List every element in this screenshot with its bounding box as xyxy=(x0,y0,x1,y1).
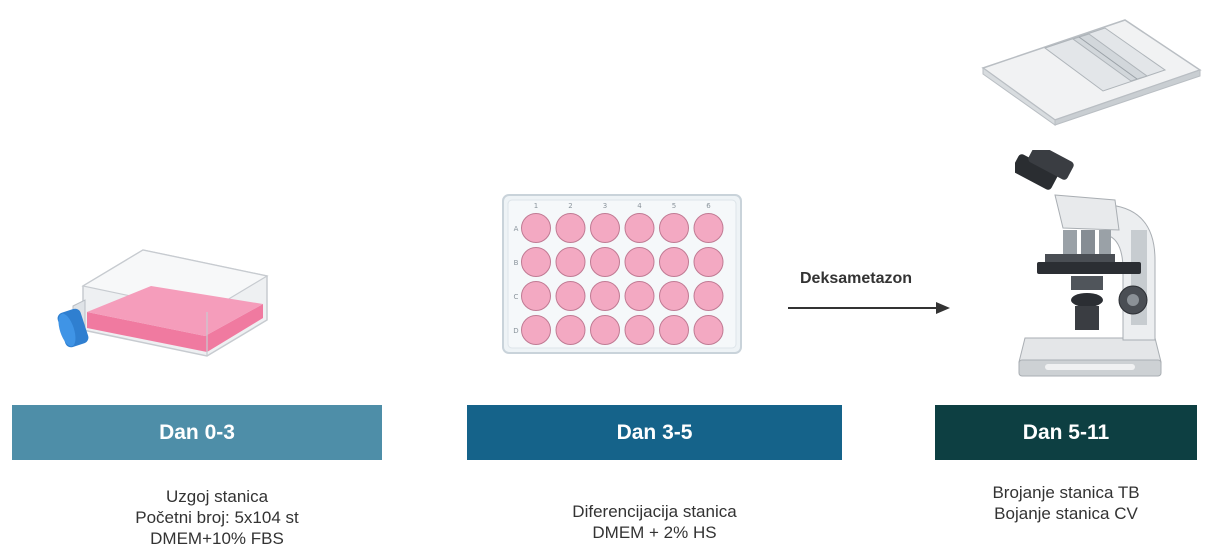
stage-description: Brojanje stanica TB Bojanje stanica CV xyxy=(935,482,1197,524)
plate-well xyxy=(693,315,724,345)
description-line: Početni broj: 5x104 st xyxy=(135,508,299,527)
plate-well xyxy=(555,213,586,243)
stage-label: Dan 3-5 xyxy=(616,420,693,444)
plate-well xyxy=(693,281,724,311)
plate-well xyxy=(521,281,551,311)
stage-box-day-3-5: Dan 3-5 xyxy=(467,405,842,460)
plate-column-label: 5 xyxy=(672,202,676,210)
hemocytometer-slide-icon xyxy=(981,19,1202,126)
description-line: Uzgoj stanica xyxy=(165,487,269,506)
plate-well xyxy=(555,281,586,311)
plate-row-label: B xyxy=(514,259,519,267)
plate-well xyxy=(693,213,724,243)
plate-column-label: 1 xyxy=(534,202,538,210)
plate-well xyxy=(590,247,620,277)
stage-description: Diferencijacija stanica DMEM + 2% HS xyxy=(467,501,842,543)
plate-well xyxy=(693,247,724,277)
plate-well xyxy=(624,213,655,243)
plate-well xyxy=(624,247,655,277)
plate-well xyxy=(659,281,689,311)
plate-row-label: D xyxy=(513,327,518,335)
plate-column-label: 4 xyxy=(637,202,642,210)
stage-label: Dan 0-3 xyxy=(159,420,235,444)
plate-well xyxy=(521,213,551,243)
process-arrow xyxy=(788,302,950,314)
plate-well xyxy=(659,247,689,277)
arrow-label: Deksametazon xyxy=(800,270,913,287)
well-plate-icon: 1 2 3 4 5 6A B C D xyxy=(502,194,742,354)
plate-well xyxy=(555,247,586,277)
culture-flask-icon xyxy=(57,249,269,357)
stage-description: Uzgoj stanica Početni broj: 5x104 st DME… xyxy=(12,486,422,549)
description-line: DMEM + 2% HS xyxy=(592,523,717,542)
description-line: Diferencijacija stanica xyxy=(572,502,737,521)
plate-row-label: A xyxy=(514,225,519,233)
stage-box-day-5-11: Dan 5-11 xyxy=(935,405,1197,460)
plate-well xyxy=(659,315,689,345)
stage-label: Dan 5-11 xyxy=(1022,420,1110,444)
microscope-icon xyxy=(1015,150,1162,377)
plate-well xyxy=(624,281,655,311)
plate-well xyxy=(521,315,551,345)
plate-well xyxy=(590,213,620,243)
plate-well xyxy=(590,315,620,345)
plate-well xyxy=(624,315,655,345)
plate-row-label: C xyxy=(514,293,519,301)
plate-column-label: 3 xyxy=(603,202,607,210)
description-line: Bojanje stanica CV xyxy=(994,504,1138,523)
stage-box-day-0-3: Dan 0-3 xyxy=(12,405,382,460)
description-line: Brojanje stanica TB xyxy=(992,483,1140,502)
plate-well xyxy=(590,281,620,311)
plate-column-label: 6 xyxy=(706,202,711,210)
plate-well xyxy=(659,213,689,243)
plate-well xyxy=(521,247,551,277)
plate-well xyxy=(555,315,586,345)
description-line: DMEM+10% FBS xyxy=(150,529,284,548)
plate-column-label: 2 xyxy=(568,202,572,210)
